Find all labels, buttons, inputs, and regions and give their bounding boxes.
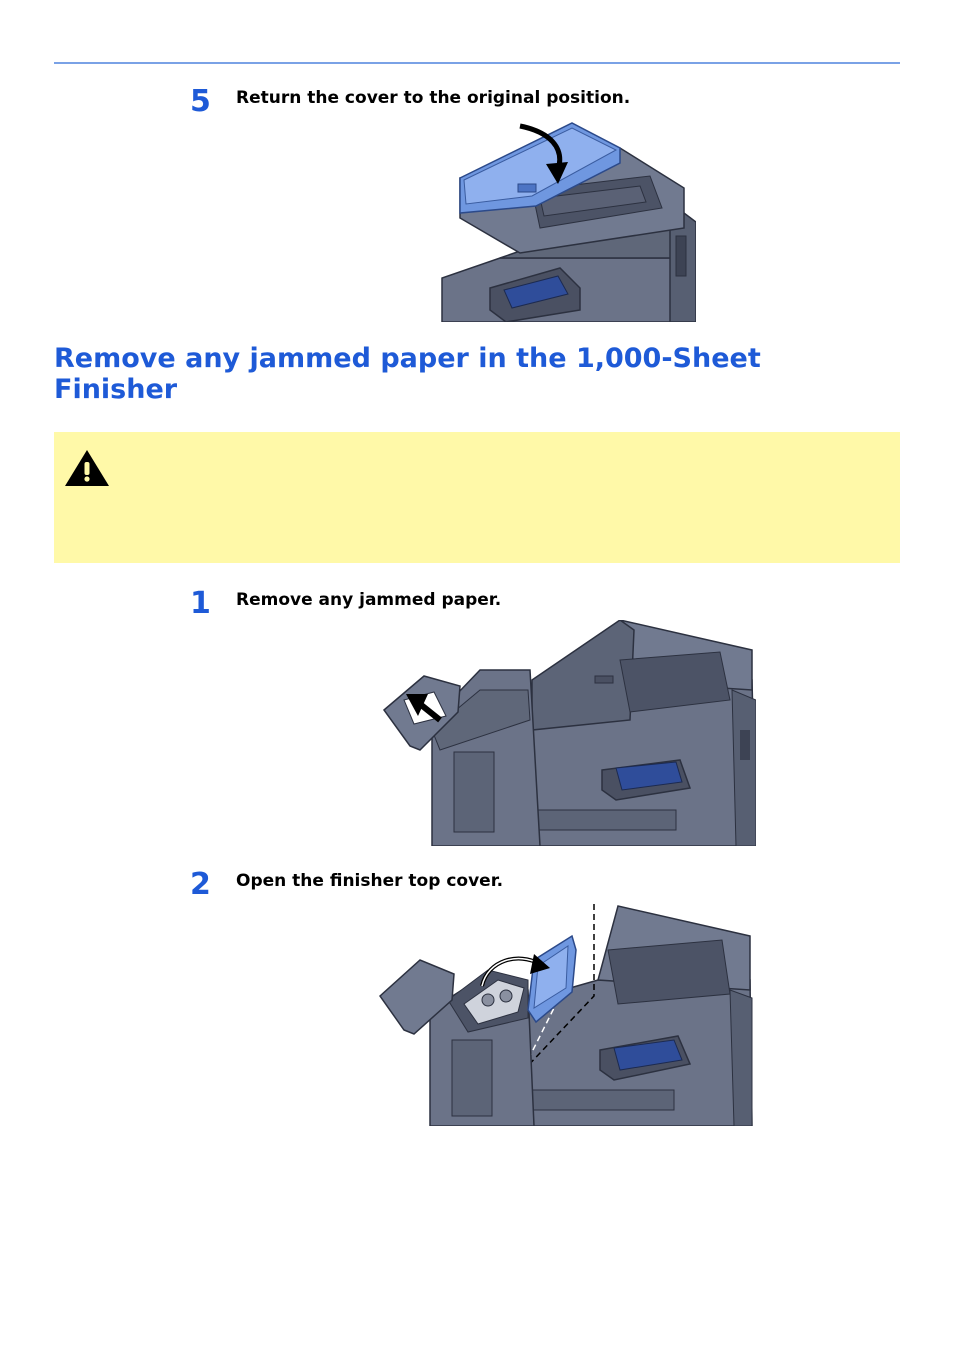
step-text: Remove any jammed paper. <box>236 590 502 610</box>
step-number: 1 <box>190 586 211 621</box>
finisher-top-cover-open-illustration <box>379 904 753 1126</box>
step-text: Open the finisher top cover. <box>236 871 504 891</box>
header-rule <box>54 62 900 64</box>
step-text: Return the cover to the original positio… <box>236 88 631 108</box>
warning-box <box>54 432 900 563</box>
warning-triangle-icon <box>65 450 109 486</box>
step-number: 2 <box>190 867 211 902</box>
finisher-jam-removal-illustration <box>382 620 756 846</box>
printer-cover-close-illustration <box>441 122 696 322</box>
step-number: 5 <box>190 84 211 119</box>
section-title: Remove any jammed paper in the 1,000-She… <box>54 343 761 405</box>
